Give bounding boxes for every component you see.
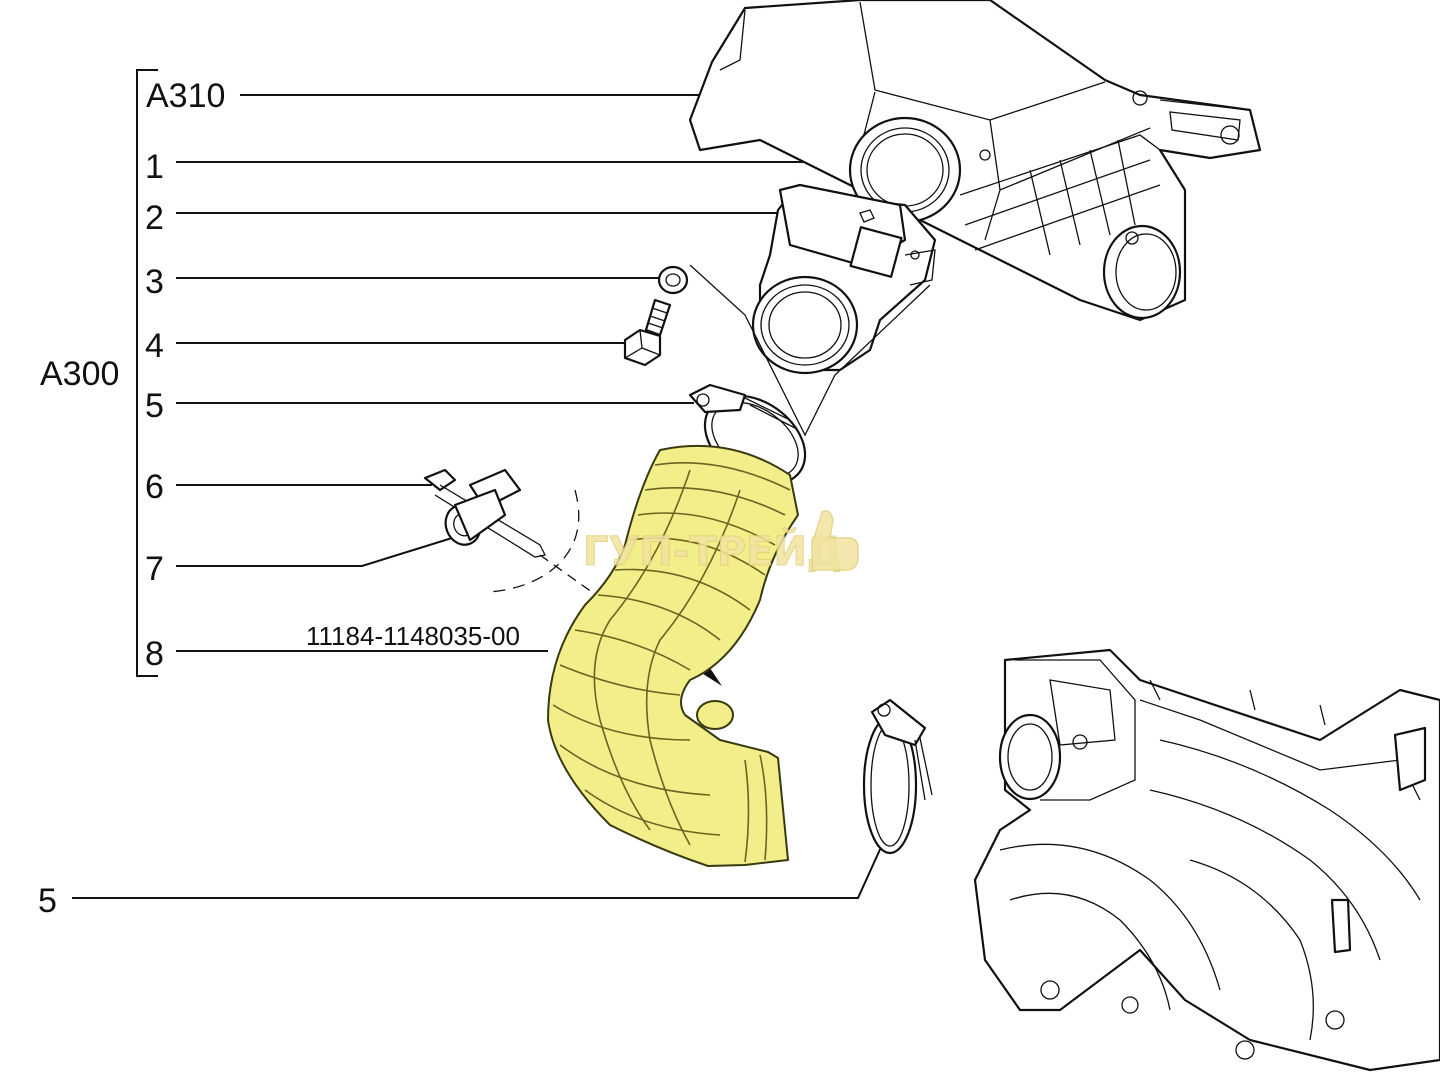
label-8: 8 [145,635,164,673]
bolt [623,298,672,367]
mass-air-flow-sensor [689,183,937,437]
label-2: 2 [145,199,164,237]
label-3: 3 [145,263,164,301]
label-4: 4 [145,327,164,365]
washer [657,265,689,295]
label-1: 1 [145,148,164,186]
vent-fitting [423,468,722,686]
watermark: ГУП-ТРЕЙД [583,510,859,576]
intake-manifold [973,648,1440,1072]
clamp-lower [862,698,933,855]
air-intake-hose [547,444,799,867]
thumbs-up-icon [811,510,859,571]
label-5: 5 [145,387,164,425]
air-filter-housing [688,0,1262,322]
label-7: 7 [145,550,164,588]
group-bracket [136,69,158,677]
label-5-bottom: 5 [38,882,57,920]
watermark-text: ГУП-ТРЕЙД [583,527,842,575]
part-number: 11184-1148035-00 [306,621,520,651]
label-a300: A300 [40,355,119,393]
label-a310: A310 [146,77,225,115]
label-6: 6 [145,468,164,506]
leader-lines [72,94,883,899]
